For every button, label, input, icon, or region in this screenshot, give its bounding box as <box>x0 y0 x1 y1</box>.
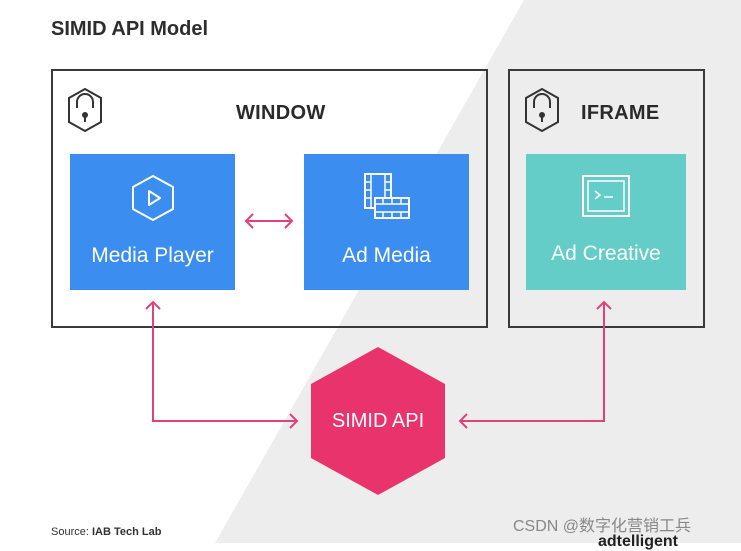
simid-api-hexagon <box>311 347 445 495</box>
ad-creative-label: Ad Creative <box>551 242 661 265</box>
film-strip-icon <box>363 173 410 219</box>
source-credit: Source: IAB Tech Lab <box>51 526 161 538</box>
ad-media-tile: Ad Media <box>304 154 469 290</box>
iframe-container: IFRAME <box>508 69 705 328</box>
media-player-tile: Media Player <box>70 154 235 290</box>
ad-media-label: Ad Media <box>342 244 431 267</box>
lock-icon <box>525 88 559 132</box>
csdn-watermark: CSDN @数字化营销工兵 <box>513 518 692 535</box>
ad-creative-tile: Ad Creative <box>526 154 686 290</box>
play-hexagon-icon <box>131 174 174 222</box>
source-name: IAB Tech Lab <box>91 526 162 538</box>
iframe-label: IFRAME <box>581 102 660 124</box>
media-player-label: Media Player <box>91 244 214 267</box>
terminal-icon <box>582 175 630 217</box>
diagram-title: SIMID API Model <box>51 18 209 40</box>
source-prefix: Source: <box>51 526 92 538</box>
window-label: WINDOW <box>236 102 326 124</box>
lock-icon <box>68 88 102 132</box>
simid-api-label: SIMID API <box>331 410 425 432</box>
